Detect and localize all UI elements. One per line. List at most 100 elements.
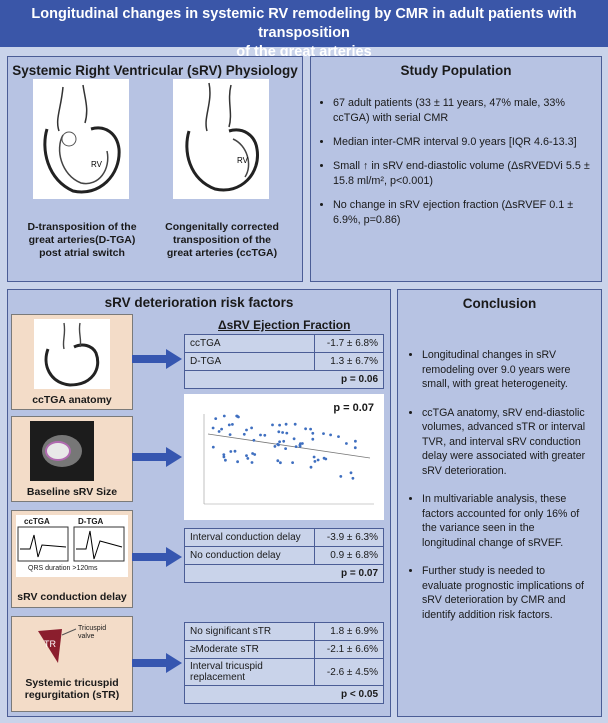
valve-line: Tricuspid xyxy=(78,625,107,632)
scatter-point xyxy=(220,427,223,431)
scatter-point xyxy=(276,459,280,463)
cctga-anatomy-box: ccTGA anatomy xyxy=(11,314,133,410)
scatter-point xyxy=(250,461,254,464)
caption-line: transposition of the xyxy=(173,234,271,246)
scatter-point xyxy=(284,422,288,426)
arrow-size xyxy=(132,447,182,467)
scatter-point xyxy=(311,437,315,441)
table-cell: ≥Moderate sTR xyxy=(184,640,315,659)
scatter-point xyxy=(354,439,357,443)
scatter-point xyxy=(278,423,281,427)
scatter-point xyxy=(253,453,257,456)
physiology-title: Systemic Right Ventricular (sRV) Physiol… xyxy=(12,63,298,78)
table-row: p = 0.06 xyxy=(184,370,384,389)
scatter-point xyxy=(228,433,232,436)
scatter-point xyxy=(276,442,280,446)
scatter-point xyxy=(252,438,256,442)
arrow-str xyxy=(132,653,182,673)
str-label-line: regurgitation (sTR) xyxy=(24,689,120,701)
scatter-point xyxy=(322,456,326,460)
p-value: p = 0.07 xyxy=(184,564,384,583)
scatter-point xyxy=(345,442,348,445)
scatter-point xyxy=(284,447,287,450)
table-cell: D-TGA xyxy=(184,352,315,371)
scatter-point xyxy=(329,433,332,437)
table-cell: No significant sTR xyxy=(184,622,315,641)
scatter-point xyxy=(242,432,246,436)
arrow-anatomy xyxy=(132,349,182,369)
physiology-panel: Systemic Right Ventricular (sRV) Physiol… xyxy=(7,56,303,282)
table-cell: No conduction delay xyxy=(184,546,315,565)
population-title: Study Population xyxy=(400,63,512,78)
scatter-point xyxy=(281,431,284,434)
scatter-point xyxy=(277,430,281,434)
scatter-point xyxy=(211,426,215,430)
table-cell: -2.1 ± 6.6% xyxy=(314,640,384,659)
cctga-caption: Congenitally corrected transposition of … xyxy=(160,221,284,260)
conclusion-list: Longitudinal changes in sRV remodeling o… xyxy=(408,348,588,636)
population-item: Median inter-CMR interval 9.0 years [IQR… xyxy=(333,135,593,150)
scatter-point xyxy=(245,454,248,457)
scatter-point xyxy=(316,458,320,462)
scatter-point xyxy=(273,445,277,448)
scatter-point xyxy=(279,461,282,465)
scatter-point xyxy=(294,445,298,448)
scatter-point xyxy=(235,414,239,418)
table-row: p < 0.05 xyxy=(184,685,384,704)
scatter-point xyxy=(313,460,317,463)
scatter-point xyxy=(278,440,281,444)
risk-title: sRV deterioration risk factors xyxy=(104,295,294,310)
caption-line: D-transposition of the xyxy=(27,221,137,233)
scatter-point xyxy=(285,431,289,435)
table-cell: -1.7 ± 6.8% xyxy=(314,334,384,353)
baseline-size-box: Baseline sRV Size xyxy=(11,416,133,502)
scatter-plot: p = 0.07 xyxy=(184,394,384,520)
table-conduction: Interval conduction delay-3.9 ± 6.3% No … xyxy=(184,528,384,583)
caption-line: great arteries(D-TGA) xyxy=(28,234,136,246)
table-cell: 0.9 ± 6.8% xyxy=(314,546,384,565)
scatter-point xyxy=(311,431,315,435)
scatter-point xyxy=(246,457,250,460)
scatter-point xyxy=(236,460,239,464)
title-line-1: Longitudinal changes in systemic RV remo… xyxy=(31,6,577,41)
scatter-point xyxy=(293,422,297,426)
qrs-label: QRS duration >120ms xyxy=(28,565,98,572)
p-value: p < 0.05 xyxy=(184,685,384,704)
valve-line: valve xyxy=(78,633,95,640)
scatter-point xyxy=(292,437,296,441)
table-cell: ccTGA xyxy=(184,334,315,353)
population-item: 67 adult patients (33 ± 11 years, 47% ma… xyxy=(333,96,593,126)
scatter-point xyxy=(312,455,316,459)
risk-panel: sRV deterioration risk factors ccTGA ana… xyxy=(7,289,391,717)
scatter-point xyxy=(245,428,248,432)
conclusion-item: Longitudinal changes in sRV remodeling o… xyxy=(422,348,588,392)
caption-line: great arteries (ccTGA) xyxy=(166,247,278,259)
scatter-point xyxy=(222,453,226,456)
conclusion-item: Further study is needed to evaluate prog… xyxy=(422,564,588,622)
scatter-point xyxy=(353,446,357,450)
scatter-point xyxy=(217,430,221,433)
scatter-point xyxy=(349,471,353,475)
scatter-point xyxy=(322,432,325,435)
scatter-point xyxy=(309,427,312,431)
rv-label: RV xyxy=(237,156,249,165)
dtga-caption: D-transposition of the great arteries(D-… xyxy=(20,221,144,260)
scatter-point xyxy=(309,465,313,469)
scatter-point xyxy=(229,450,233,453)
table-cell: -2.6 ± 4.5% xyxy=(314,658,384,686)
table-row: ccTGA-1.7 ± 6.8% xyxy=(184,334,384,353)
scatter-point xyxy=(337,435,340,438)
tr-label: TR xyxy=(44,639,56,649)
conduction-delay-label: sRV conduction delay xyxy=(17,591,127,603)
table-row: Interval tricuspid replacement-2.6 ± 4.5… xyxy=(184,658,384,686)
scatter-point xyxy=(351,476,355,480)
table-cell: Interval tricuspid replacement xyxy=(184,658,315,686)
poster-header: Longitudinal changes in systemic RV remo… xyxy=(0,0,608,60)
scatter-point xyxy=(298,444,302,448)
scatter-point xyxy=(224,458,227,462)
cmr-image xyxy=(30,421,94,481)
conclusion-title: Conclusion xyxy=(462,296,537,311)
